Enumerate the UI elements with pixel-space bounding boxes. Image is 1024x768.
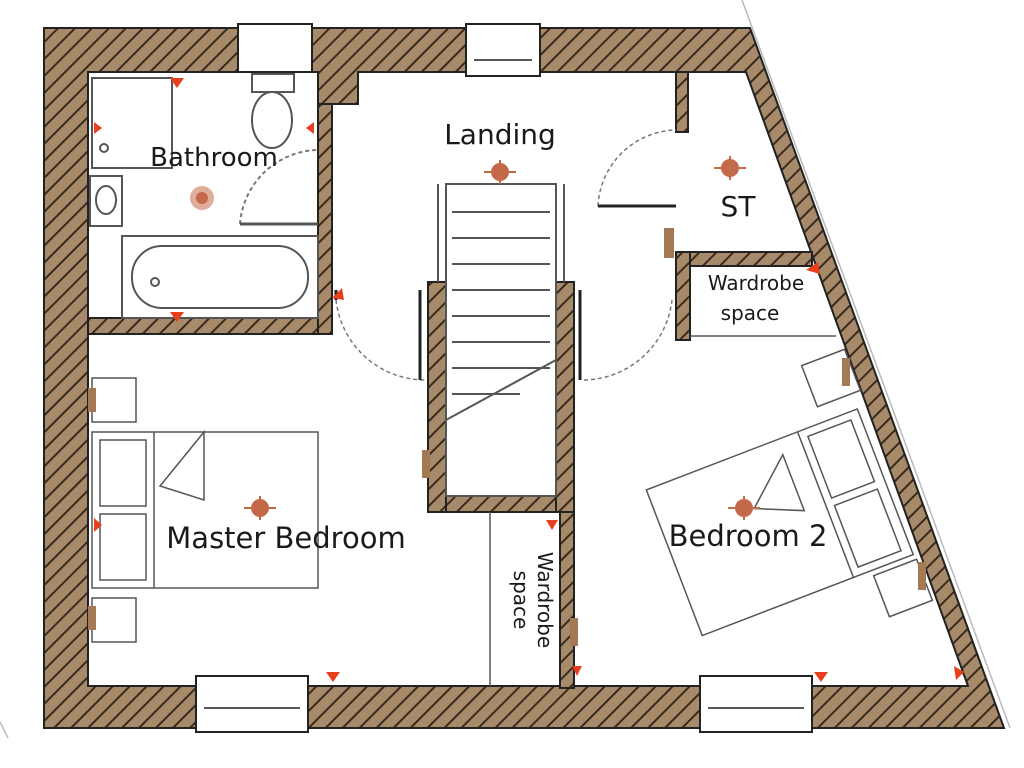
marker-icon: [814, 672, 828, 682]
interior-walls: [87, 71, 813, 689]
room-label-wardrobe-right-line-2: space: [721, 301, 780, 325]
room-label-wardrobe-middle-line-2: space: [509, 571, 533, 630]
marker-icon: [332, 288, 344, 300]
window-bathroom: [237, 23, 313, 73]
staircase: [437, 183, 565, 497]
light-fitting-icon: [714, 156, 746, 180]
socket-icon: [88, 606, 96, 630]
socket-icon: [664, 228, 674, 258]
room-label-master-bedroom: Master Bedroom: [166, 521, 405, 555]
bedside-table-bottom: [91, 597, 137, 643]
marker-icon: [546, 520, 558, 530]
marker-icon: [94, 122, 102, 134]
toilet-cistern: [251, 73, 295, 93]
shower-tray: [91, 77, 173, 169]
site-boundary-line-left: [0, 721, 9, 739]
light-fitting-icon: [728, 496, 760, 520]
marker-icon: [806, 262, 820, 274]
bath: [121, 235, 319, 319]
electrical-markers: [94, 78, 964, 682]
room-label-wardrobe-right-line-1: Wardrobe: [708, 271, 804, 295]
bath-inner: [131, 245, 309, 309]
bedroom-2-door-swing: [583, 299, 673, 381]
window-master-bedroom: [195, 675, 309, 733]
room-label-bathroom: Bathroom: [150, 143, 278, 173]
room-label-bedroom-2: Bedroom 2: [669, 519, 828, 553]
bedroom-2-furniture: [645, 348, 934, 637]
store-door-swing: [597, 129, 677, 207]
marker-icon: [306, 122, 314, 134]
socket-icon: [570, 618, 578, 646]
bathroom-fixtures: [89, 73, 319, 319]
window-bedroom-2: [699, 675, 813, 733]
pillow-a: [806, 418, 876, 500]
basin-unit: [89, 175, 123, 227]
room-label-store: ST: [721, 190, 757, 223]
pillow-top: [99, 439, 147, 507]
pillow-b: [833, 488, 902, 569]
socket-icon: [422, 450, 430, 478]
windows: [195, 23, 813, 733]
socket-icon: [88, 388, 96, 412]
door-leaves: [334, 204, 676, 380]
master-bedroom-door-swing: [335, 299, 427, 381]
light-fitting-icon: [484, 160, 516, 184]
marker-icon: [572, 666, 582, 676]
site-boundary-line: [741, 0, 1011, 729]
pillow-bottom: [99, 513, 147, 581]
marker-icon: [326, 672, 340, 682]
room-label-landing: Landing: [444, 118, 556, 151]
marker-icon: [170, 312, 184, 322]
basin: [95, 185, 117, 215]
room-label-wardrobe-middle-line-1: Wardrobe: [533, 552, 557, 648]
sockets: [88, 228, 926, 646]
light-fitting-icon: [244, 496, 276, 520]
marker-icon: [94, 518, 102, 532]
wardrobe-partitions: [489, 335, 836, 686]
shower-drain: [99, 143, 109, 153]
toilet-bowl: [251, 91, 293, 149]
window-landing: [465, 23, 541, 77]
marker-icon: [954, 666, 964, 680]
door-swings: [335, 129, 677, 381]
bathroom-light-icon: [190, 186, 214, 210]
marker-icon: [170, 78, 184, 88]
socket-icon: [918, 562, 926, 590]
light-fittings: [190, 156, 760, 520]
bedside-table-top: [91, 377, 137, 423]
bath-drain: [150, 277, 160, 287]
bathroom-door-swing: [239, 149, 317, 225]
master-bedroom-furniture: [91, 377, 319, 643]
socket-icon: [842, 358, 850, 386]
